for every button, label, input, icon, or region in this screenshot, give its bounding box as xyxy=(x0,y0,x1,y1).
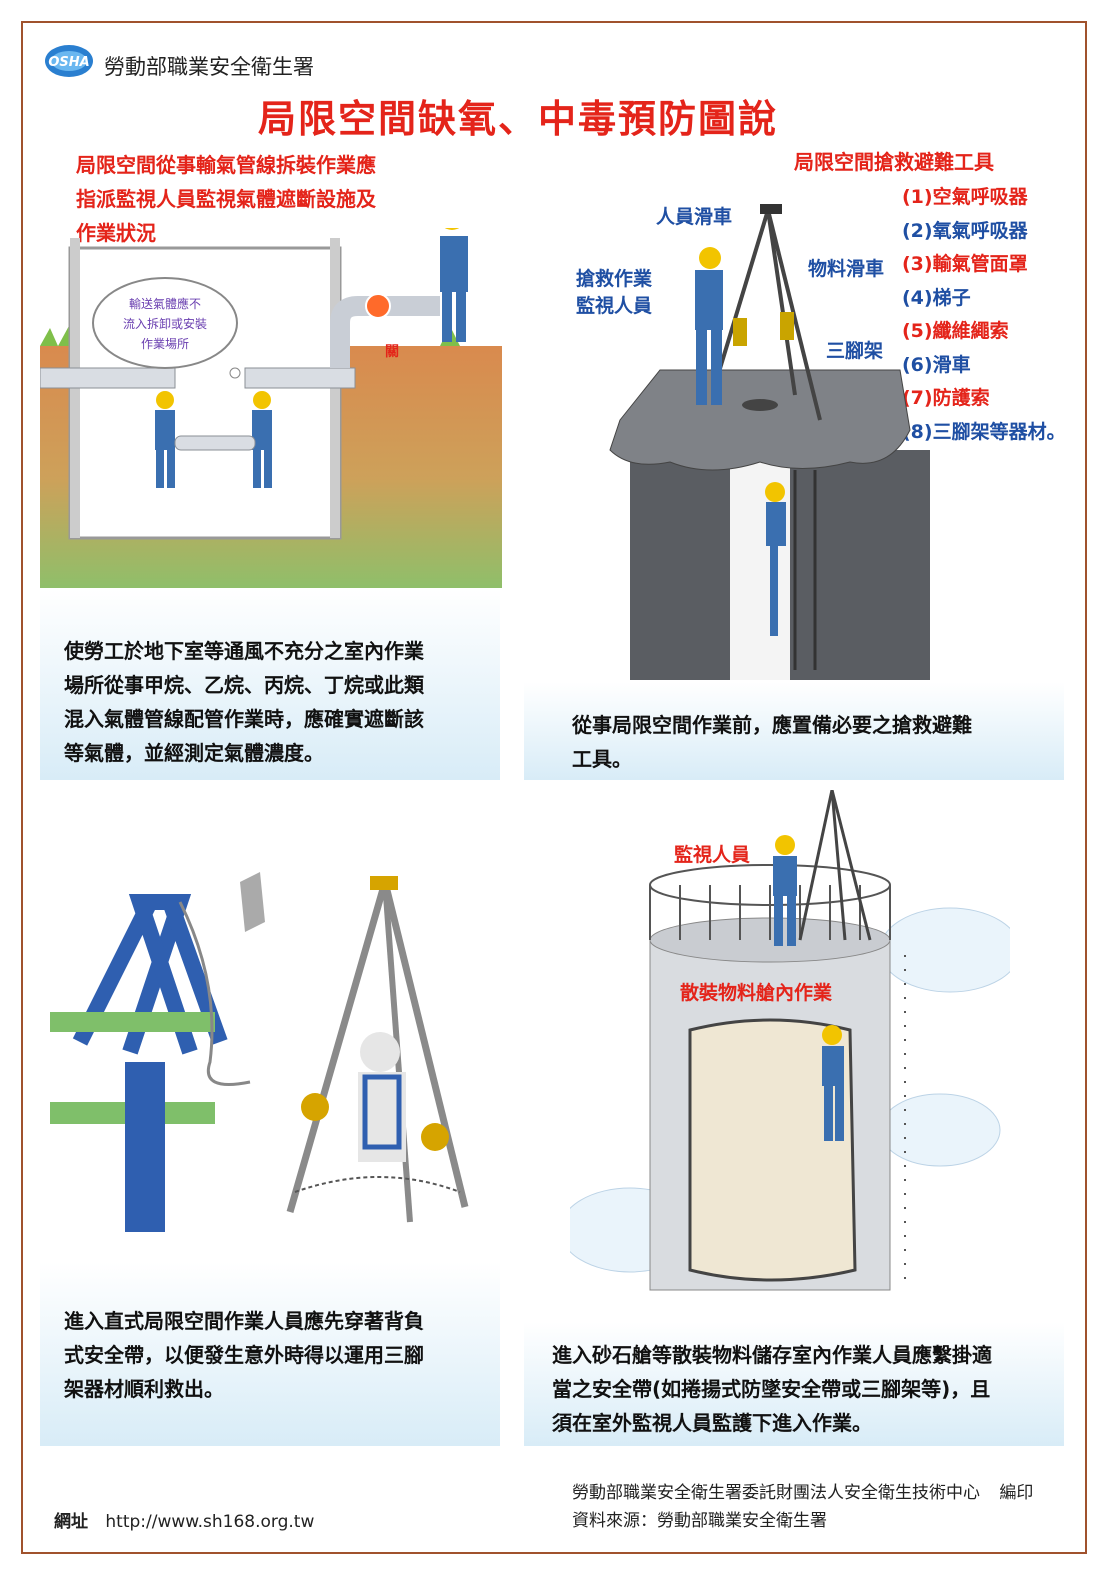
panel2-caption-box: 從事局限空間作業前，應置備必要之搶救避難 工具。 xyxy=(524,682,1064,780)
panel1-heading-line: 指派監視人員監視氣體遮斷設施及 xyxy=(76,187,376,211)
tool-name: 防護索 xyxy=(932,387,990,409)
supervisor-figure xyxy=(773,835,797,946)
tool-name: 纖維繩索 xyxy=(932,320,1009,342)
thought-line: 流入拆卸或安裝 xyxy=(123,316,207,331)
tool-item: (7)防護索 xyxy=(902,382,1066,416)
panel2-heading: 局限空間搶救避難工具 xyxy=(794,150,994,174)
tool-name: 氧氣呼吸器 xyxy=(932,219,1028,242)
label-supervisor: 監視人員 xyxy=(674,844,751,866)
tool-item: (2)氧氣呼吸器 xyxy=(902,215,1066,249)
website-link[interactable]: http://www.sh168.org.tw xyxy=(105,1512,315,1532)
panel1-heading: 局限空間從事輸氣管線拆裝作業應 指派監視人員監視氣體遮斷設施及 作業狀況 xyxy=(76,148,376,250)
tool-number: (2) xyxy=(902,219,933,242)
tool-item: (4)梯子 xyxy=(902,282,1066,316)
page-border xyxy=(21,21,1087,1554)
website-label: 網址 xyxy=(54,1512,88,1532)
valve-label: 關 xyxy=(385,344,399,360)
tool-item: (1)空氣呼吸器 xyxy=(902,181,1066,215)
publisher-line: 勞動部職業安全衛生署委託財團法人安全衛生技術中心 編印 xyxy=(572,1478,1033,1503)
panel3-caption-box: 進入直式局限空間作業人員應先穿著背負 式安全帶，以便發生意外時得以運用三腳 架器… xyxy=(40,1262,500,1446)
osha-logo: OSHA xyxy=(44,44,94,78)
tool-number: (5) xyxy=(902,320,933,342)
panel1-heading-line: 局限空間從事輸氣管線拆裝作業應 xyxy=(76,153,376,177)
tool-item: (5)纖維繩索 xyxy=(902,315,1066,349)
caption-line: 混入氣體管線配管作業時，應確實遮斷該 xyxy=(64,707,424,731)
panel1-caption-box: 使勞工於地下室等通風不充分之室內作業 場所從事甲烷、乙烷、丙烷、丁烷或此類 混入… xyxy=(40,588,500,780)
tool-list: (1)空氣呼吸器 (2)氧氣呼吸器 (3)輸氣管面罩 (4)梯子 (5)纖維繩索… xyxy=(902,181,1066,449)
tool-name: 滑車 xyxy=(932,353,971,376)
tool-name: 三腳架等器材。 xyxy=(932,420,1066,443)
ladder-worker-figure xyxy=(765,482,786,636)
caption-line: 進入砂石艙等散裝物料儲存室內作業人員應繫掛適 xyxy=(552,1343,992,1367)
caption-line: 當之安全帶(如捲揚式防墜安全帶或三腳架等)，且 xyxy=(552,1377,991,1401)
thought-line: 輸送氣體應不 xyxy=(129,296,201,311)
caption-line: 須在室外監視人員監護下進入作業。 xyxy=(552,1411,872,1435)
pipeline-illustration: 關 輸送氣體應不 流入拆卸或安裝 作業場所 xyxy=(40,228,502,588)
page-title: 局限空間缺氧、中毒預防圖說 xyxy=(258,97,779,141)
tool-item: (3)輸氣管面罩 xyxy=(902,248,1066,282)
tool-number: (7) xyxy=(902,387,933,409)
tool-number: (3) xyxy=(902,253,933,275)
label-line: 搶救作業 xyxy=(576,268,653,290)
silo-illustration xyxy=(570,790,1010,1291)
caption-line: 等氣體，並經測定氣體濃度。 xyxy=(64,741,324,765)
org-name: 勞動部職業安全衛生署 xyxy=(104,55,314,79)
panel4-caption-box: 進入砂石艙等散裝物料儲存室內作業人員應繫掛適 當之安全帶(如捲揚式防墜安全帶或三… xyxy=(524,1322,1064,1446)
thought-line: 作業場所 xyxy=(141,337,189,351)
tool-number: (6) xyxy=(902,353,933,376)
logo-text: OSHA xyxy=(48,55,89,70)
caption-line: 式安全帶，以便發生意外時得以運用三腳 xyxy=(64,1343,424,1367)
panel1-heading-line: 作業狀況 xyxy=(76,221,156,245)
label-person-pulley: 人員滑車 xyxy=(656,206,733,228)
website-line: 網址 http://www.sh168.org.tw xyxy=(54,1507,314,1532)
publisher: 勞動部職業安全衛生署委託財團法人安全衛生技術中心 xyxy=(572,1483,980,1503)
caption-line: 使勞工於地下室等通風不充分之室內作業 xyxy=(64,639,424,663)
tool-name: 空氣呼吸器 xyxy=(932,186,1028,208)
source-line: 資料來源：勞動部職業安全衛生署 xyxy=(572,1511,827,1531)
worker-figure xyxy=(822,1025,844,1141)
worker-figure xyxy=(252,391,272,488)
label-rescue-supervisor: 搶救作業 監視人員 xyxy=(576,266,652,320)
worker-figure xyxy=(155,391,175,488)
caption-line: 工具。 xyxy=(572,747,632,771)
label-bulk-work: 散裝物料艙內作業 xyxy=(680,982,833,1004)
tool-number: (4) xyxy=(902,286,933,309)
safety-harness-icon xyxy=(50,872,265,1232)
tool-name: 梯子 xyxy=(932,286,971,309)
label-tripod: 三腳架 xyxy=(826,340,884,362)
publisher-role: 編印 xyxy=(999,1483,1034,1503)
caption-line: 場所從事甲烷、乙烷、丙烷、丁烷或此類 xyxy=(64,673,424,697)
supervisor-figure xyxy=(695,247,723,405)
rescue-tripod-illustration xyxy=(609,204,930,680)
caption-line: 從事局限空間作業前，應置備必要之搶救避難 xyxy=(572,713,972,737)
caption-line: 架器材順利救出。 xyxy=(64,1377,224,1401)
tool-name: 輸氣管面罩 xyxy=(932,253,1028,275)
supervisor-figure xyxy=(440,228,468,342)
harness-tripod-illustration xyxy=(50,872,469,1232)
label-line: 監視人員 xyxy=(576,295,653,317)
tool-item: (6)滑車 xyxy=(902,349,1066,383)
tripod-with-mannequin-icon xyxy=(286,876,469,1223)
label-material-pulley: 物料滑車 xyxy=(808,258,885,280)
caption-line: 進入直式局限空間作業人員應先穿著背負 xyxy=(64,1309,424,1333)
tool-number: (1) xyxy=(902,186,933,208)
